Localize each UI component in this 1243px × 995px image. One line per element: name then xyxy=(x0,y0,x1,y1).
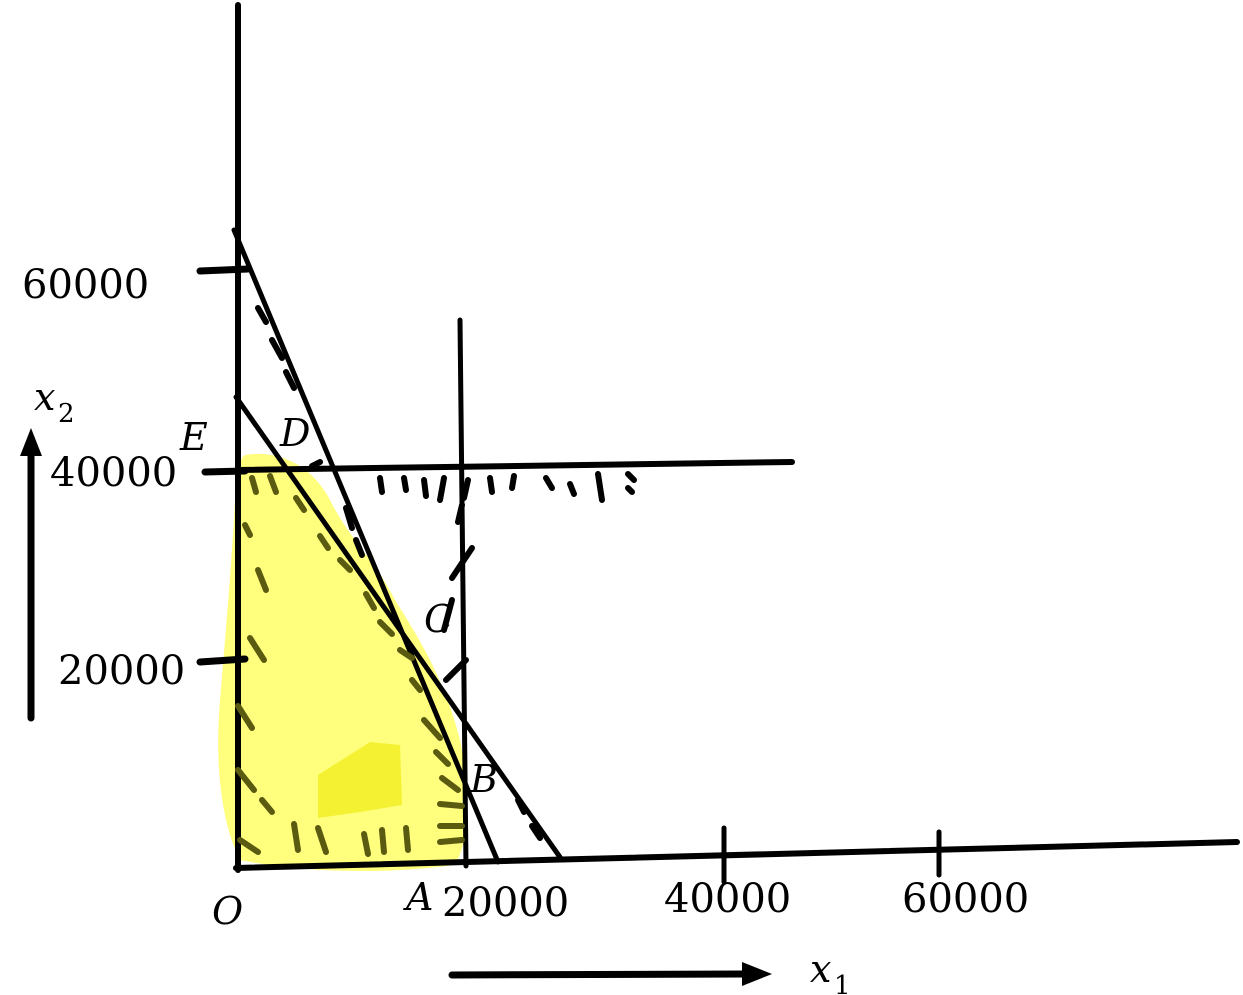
y-tick-label-20000: 20000 xyxy=(58,648,185,694)
x-tick-label-40000: 40000 xyxy=(664,876,791,922)
constraint-line-horizontal xyxy=(235,459,795,473)
x-direction-arrow-head xyxy=(742,962,772,986)
constraint-line-steep xyxy=(231,227,501,865)
point-label-o: O xyxy=(212,889,243,933)
constraint-line-vertical xyxy=(457,317,469,869)
x-axis-variable: x xyxy=(810,947,831,991)
hatch-shallow-line xyxy=(515,797,543,841)
x-tick-label-20000: 20000 xyxy=(442,880,569,926)
point-label-b: B xyxy=(469,757,498,801)
point-label-d: D xyxy=(279,411,310,455)
y-tick-label-40000: 40000 xyxy=(50,450,177,496)
x-direction-arrow-shaft xyxy=(448,970,750,979)
y-tick-20000 xyxy=(196,655,249,666)
y-axis-variable-subscript: 2 xyxy=(58,399,75,429)
x-axis-variable-subscript: 1 xyxy=(834,971,851,995)
hatch-feasible-region xyxy=(235,473,465,857)
point-label-e: E xyxy=(179,415,208,459)
constraint-line-shallow xyxy=(233,394,565,863)
point-label-a: A xyxy=(403,875,433,919)
y-axis-variable: x xyxy=(34,375,55,419)
hatch-vertical-line xyxy=(441,502,475,683)
y-tick-label-60000: 60000 xyxy=(22,262,149,308)
x-tick-label-60000: 60000 xyxy=(902,876,1029,922)
hatch-steep-line xyxy=(255,305,365,558)
y-tick-60000 xyxy=(196,265,252,275)
x-axis-line xyxy=(233,839,1240,871)
feasible-region-highlight xyxy=(218,453,467,872)
point-label-c: C xyxy=(424,597,453,641)
feasible-region-inner-patch xyxy=(318,742,402,818)
hatch-horizontal-line xyxy=(309,459,637,503)
y-direction-arrow-head xyxy=(20,428,42,456)
